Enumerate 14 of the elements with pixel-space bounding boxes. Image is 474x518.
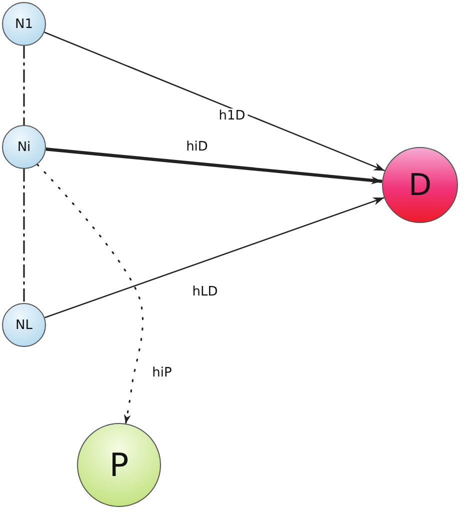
node-label: N1 bbox=[15, 16, 33, 32]
node-label: Ni bbox=[17, 140, 31, 154]
node-label: P bbox=[109, 446, 129, 484]
connector-line bbox=[23, 45, 25, 126]
node-circle bbox=[2, 2, 46, 46]
arrow bbox=[44, 197, 384, 318]
arrow bbox=[44, 32, 386, 172]
node-circle bbox=[2, 125, 46, 169]
connector-line bbox=[23, 168, 25, 304]
node-circle bbox=[2, 303, 46, 347]
arrow bbox=[46, 148, 382, 184]
node-label: D bbox=[408, 168, 432, 202]
arrow bbox=[36, 164, 144, 424]
node-label: NL bbox=[16, 318, 32, 332]
